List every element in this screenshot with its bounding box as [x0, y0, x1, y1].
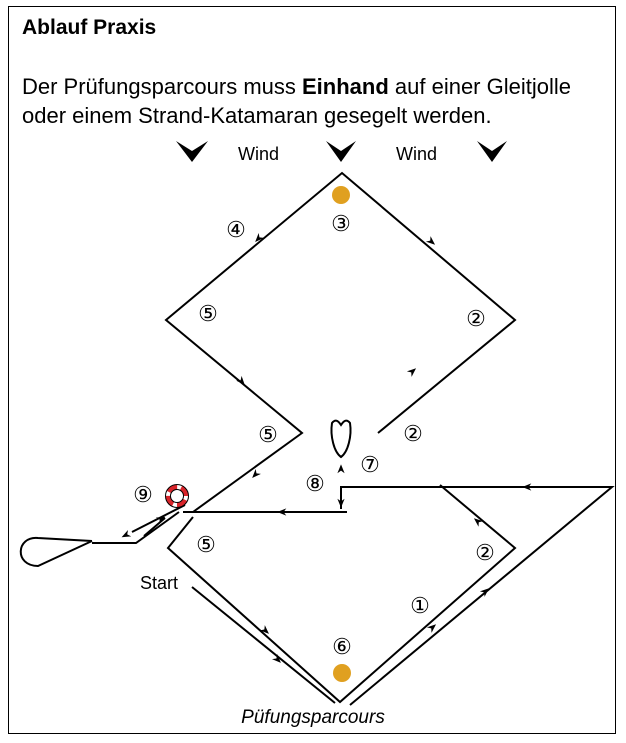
wind-chevron-icon [477, 141, 507, 162]
course-lower-loop [166, 484, 517, 704]
marker-2: ② [466, 306, 486, 331]
intro-text-bold: Einhand [302, 74, 389, 99]
intro-text-end: auf einer Gleitjolle oder einem Strand-K… [22, 74, 571, 128]
section-title: Ablauf Praxis [22, 16, 157, 39]
marker-9: ⑨ [133, 482, 153, 507]
course-return-leg [340, 486, 615, 706]
marker-2: ② [475, 540, 495, 565]
start-label: Start [140, 573, 178, 593]
marker-1: ① [410, 593, 430, 618]
course-upper-loop [164, 171, 517, 513]
marker-4: ④ [226, 217, 246, 242]
marker-5: ⑤ [196, 532, 216, 557]
direction-arrow [271, 653, 281, 663]
marker-3: ③ [331, 211, 351, 236]
diagram-caption: Püfungsparcours [241, 707, 385, 728]
content-frame [8, 6, 616, 734]
marker-5: ⑤ [198, 301, 218, 326]
course-exit-leg [92, 511, 180, 544]
marker-2: ② [403, 421, 423, 446]
wind-label: Wind [396, 144, 437, 164]
wind-label: Wind [238, 144, 279, 164]
dock-icon [330, 419, 352, 459]
downwind-buoy [333, 664, 351, 682]
wind-chevron-icon [176, 141, 208, 162]
direction-arrow [406, 368, 417, 377]
course-start-leg [191, 586, 336, 704]
marker-7: ⑦ [360, 452, 380, 477]
marker-8: ⑧ [305, 471, 325, 496]
upwind-buoy [332, 186, 350, 204]
marker-5: ⑤ [258, 422, 278, 447]
course-tack-loop [19, 536, 93, 568]
marker-6: ⑥ [332, 634, 352, 659]
lifebuoy-icon [165, 484, 189, 508]
wind-chevron-icon [326, 141, 356, 162]
intro-text: Der Prüfungsparcours muss Einhand auf ei… [22, 72, 602, 130]
direction-arrow [426, 624, 437, 633]
intro-text-start: Der Prüfungsparcours muss [22, 74, 302, 99]
